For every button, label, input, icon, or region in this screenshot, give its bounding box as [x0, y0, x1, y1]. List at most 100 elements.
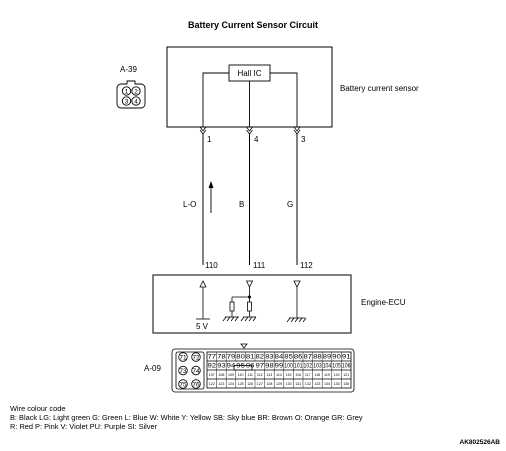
ecu-connector-pin: 91: [342, 354, 351, 361]
ecu-connector-pin: 127: [257, 382, 263, 386]
ecu-connector-pin: 128: [266, 382, 272, 386]
ecu-connector-pin: 104: [323, 363, 332, 370]
ecu-connector-pin: 107: [209, 373, 215, 377]
ecu-connector-pin: 108: [218, 373, 224, 377]
ecu-connector-pin: 115: [286, 373, 292, 377]
ecu-connector-pin: 125: [238, 382, 244, 386]
ecu-supply-voltage: 5 V: [196, 322, 209, 331]
wire-color-g: G: [287, 200, 293, 209]
ecu-connector-pin: 114: [276, 373, 282, 377]
ecu-connector-pin: 130: [286, 382, 292, 386]
ecu-connector-pin: 131: [295, 382, 301, 386]
ecu-connector-pin: 85: [284, 354, 293, 361]
ecu-connector-pin: 134: [324, 382, 330, 386]
ecu-connector-pin: 93: [217, 363, 226, 370]
harness-wires: [202, 134, 298, 265]
ecu-connector-pin: 136: [343, 382, 349, 386]
ecu-connector-pin: 105: [332, 363, 341, 370]
ecu-connector-pin: 110: [238, 373, 244, 377]
ecu-connector-pin: 72: [192, 355, 200, 362]
sensor-connector-pin: 1: [125, 88, 129, 95]
ecu-connector-pin: 83: [265, 354, 274, 361]
legend-line-2: R: Red P: Pink V: Violet PU: Purple SI: …: [10, 422, 158, 431]
ecu-connector-pin: 90: [332, 354, 341, 361]
ecu-connector-pin: 74: [192, 368, 200, 375]
ecu-connector-pin: 89: [323, 354, 332, 361]
ecu-pin-112: 112: [300, 261, 313, 270]
diagram-title: Battery Current Sensor Circuit: [188, 20, 318, 30]
ecu-connector-pin: 80: [236, 354, 245, 361]
sensor-connector-icon: [116, 80, 146, 109]
ecu-connector-pin: 113: [267, 373, 273, 377]
sensor-pin-1: 1: [207, 135, 212, 144]
wire-colour-legend: Wire colour code B: Black LG: Light gree…: [10, 404, 363, 431]
ecu-connector-pin: 86: [294, 354, 303, 361]
ecu-connector-pin: 118: [315, 373, 321, 377]
hall-ic-label: Hall IC: [237, 69, 261, 78]
sensor-connector-label: A-39: [120, 65, 137, 74]
ecu-sensor-input-circuit: [222, 280, 257, 322]
legend-heading: Wire colour code: [10, 404, 66, 413]
wire-color-b: B: [239, 200, 244, 209]
ecu-connector-pin: 95: [236, 363, 245, 370]
ecu-connector-pin: 79: [227, 354, 236, 361]
ecu-pin-110: 110: [205, 261, 218, 270]
ecu-connector-pin: 126: [247, 382, 253, 386]
figure-code: AK802526AB: [459, 439, 500, 446]
ecu-connector-pin: 123: [218, 382, 224, 386]
ecu-box: [152, 274, 352, 334]
ecu-connector-pin: 98: [265, 363, 274, 370]
ecu-5v-circuit: [196, 280, 210, 320]
ecu-connector-pin: 77: [208, 354, 217, 361]
ecu-connector-pin: 103: [313, 363, 322, 370]
ecu-connector-pin: 84: [275, 354, 284, 361]
signal-direction-arrow: [208, 181, 214, 213]
ecu-connector-pin: 109: [228, 373, 234, 377]
sensor-connector-pin: 2: [134, 88, 138, 95]
legend-line-1: B: Black LG: Light green G: Green L: Blu…: [10, 413, 363, 422]
ecu-connector-pin: 99: [275, 363, 284, 370]
ecu-connector-pin: 102: [304, 363, 313, 370]
ecu-connector-pin: 117: [305, 373, 311, 377]
ecu-connector-pin: 92: [208, 363, 217, 370]
ecu-connector-pin: 116: [295, 373, 301, 377]
ecu-connector-pin: 101: [294, 363, 303, 370]
ecu-connector-pin: 119: [324, 373, 330, 377]
sensor-internal-wiring: [202, 72, 298, 127]
ecu-connector-pin: 73: [179, 368, 187, 375]
ecu-connector-pin: 96: [246, 363, 255, 370]
sensor-connector-pin: 4: [134, 98, 138, 105]
sensor-pin-3: 3: [301, 135, 306, 144]
ecu-connector-pin: 88: [313, 354, 322, 361]
ecu-connector-pin: 82: [256, 354, 265, 361]
ecu-connector-pin: 122: [209, 382, 215, 386]
ecu-connector-pin: 87: [304, 354, 313, 361]
ecu-connector-pin: 121: [343, 373, 349, 377]
sensor-connector-pin: 3: [125, 98, 129, 105]
ecu-connector-pin: 76: [192, 382, 200, 389]
sensor-pin-4: 4: [254, 135, 259, 144]
ecu-connector-pin: 112: [257, 373, 263, 377]
ecu-name: Engine-ECU: [361, 298, 406, 307]
ecu-junction-dot: [248, 295, 251, 299]
ecu-connector-pin: 129: [276, 382, 282, 386]
ecu-connector-pin: 124: [228, 382, 234, 386]
ecu-connector-pin: 133: [314, 382, 320, 386]
ecu-connector-pin: 106: [342, 363, 351, 370]
ecu-connector-pin: 111: [247, 373, 252, 377]
ecu-pin-111: 111: [253, 261, 266, 270]
ecu-connector-pin: 100: [284, 363, 293, 370]
ecu-connector-pin: 94: [227, 363, 236, 370]
ecu-connector-icon: [171, 343, 355, 393]
ecu-connector-pin: 135: [334, 382, 340, 386]
wire-color-l-o: L-O: [183, 200, 196, 209]
ecu-ground-circuit: [286, 280, 307, 323]
sensor-name: Battery current sensor: [340, 84, 419, 93]
ecu-connector-pin: 71: [179, 355, 187, 362]
ecu-connector-pin: 120: [334, 373, 340, 377]
ecu-connector-pin: 132: [305, 382, 311, 386]
ecu-connector-pin: 78: [217, 354, 226, 361]
ecu-connector-pin: 81: [246, 354, 255, 361]
